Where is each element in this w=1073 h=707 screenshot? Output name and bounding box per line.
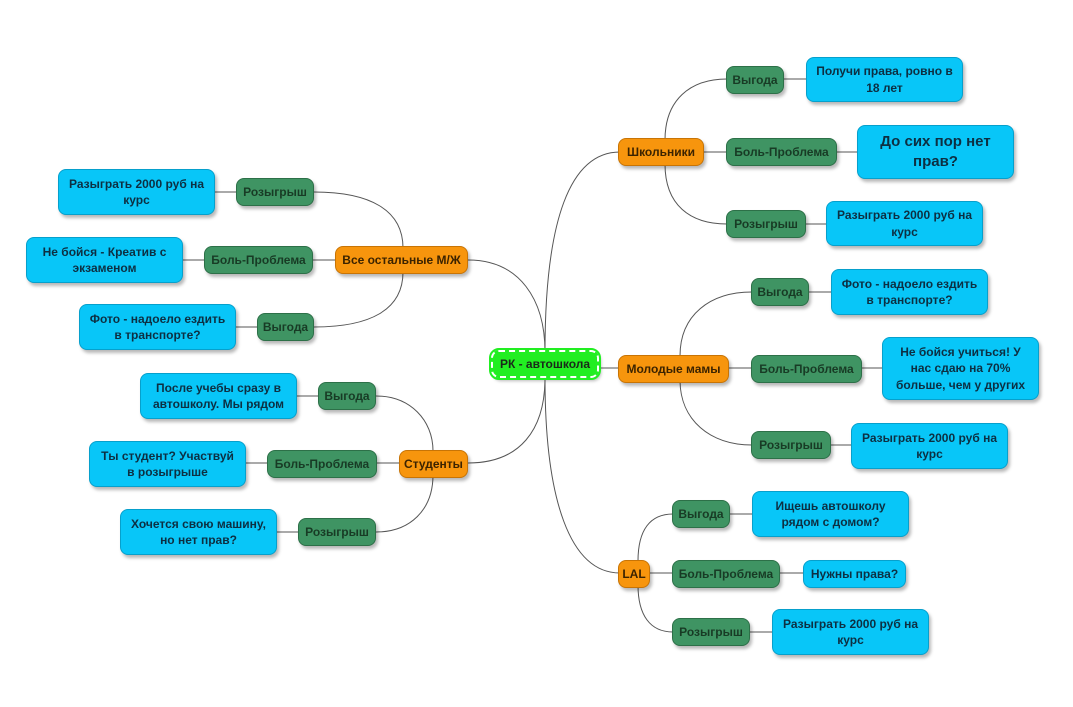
ostalnye-bol[interactable]: Боль-Проблема: [204, 246, 313, 274]
lal-rozygrysh[interactable]: Розыгрыш: [672, 618, 750, 646]
lal-vygoda[interactable]: Выгода: [672, 500, 730, 528]
studenty-vygoda[interactable]: Выгода: [318, 382, 376, 410]
studenty-bol[interactable]: Боль-Проблема: [267, 450, 377, 478]
mamy-vygoda[interactable]: Выгода: [751, 278, 809, 306]
category-mamy[interactable]: Молодые мамы: [618, 355, 729, 383]
category-studenty[interactable]: Студенты: [399, 450, 468, 478]
ostalnye-vygoda[interactable]: Выгода: [257, 313, 314, 341]
link-mamy-vygoda: [679, 291, 753, 357]
link-lal-rozygrysh: [637, 584, 674, 633]
lal-vygoda-text[interactable]: Ищешь автошколу рядом с домом?: [752, 491, 909, 537]
ostalnye-rozygrysh-text[interactable]: Разыграть 2000 руб на курс: [58, 169, 215, 215]
mamy-rozygrysh-text[interactable]: Разыграть 2000 руб на курс: [851, 423, 1008, 469]
link-root-shkolniki: [544, 151, 621, 353]
shkolniki-vygoda-text[interactable]: Получи права, ровно в 18 лет: [806, 57, 963, 102]
category-shkolniki[interactable]: Школьники: [618, 138, 704, 166]
root-node[interactable]: РК - автошкола: [489, 348, 601, 380]
link-root-ostalnye: [467, 259, 546, 353]
ostalnye-rozygrysh[interactable]: Розыгрыш: [236, 178, 314, 206]
link-root-studenty: [467, 377, 546, 464]
ostalnye-vygoda-text[interactable]: Фото - надоело ездить в транспорте?: [79, 304, 236, 350]
ostalnye-bol-text[interactable]: Не бойся - Креатив с экзаменом: [26, 237, 183, 283]
link-root-lal: [544, 377, 621, 574]
studenty-vygoda-text[interactable]: После учебы сразу в автошколу. Мы рядом: [140, 373, 297, 419]
link-shkolniki-rozygrysh: [664, 163, 728, 225]
mamy-bol[interactable]: Боль-Проблема: [751, 355, 862, 383]
shkolniki-bol-text[interactable]: До сих пор нет прав?: [857, 125, 1014, 179]
lal-rozygrysh-text[interactable]: Разыграть 2000 руб на курс: [772, 609, 929, 655]
link-studenty-rozygrysh: [375, 474, 434, 533]
link-studenty-vygoda: [375, 395, 434, 452]
category-ostalnye[interactable]: Все остальные М/Ж: [335, 246, 468, 274]
category-lal[interactable]: LAL: [618, 560, 650, 588]
shkolniki-vygoda[interactable]: Выгода: [726, 66, 784, 94]
shkolniki-rozygrysh-text[interactable]: Разыграть 2000 руб на курс: [826, 201, 983, 246]
studenty-rozygrysh-text[interactable]: Хочется свою машину, но нет прав?: [120, 509, 277, 555]
studenty-rozygrysh[interactable]: Розыгрыш: [298, 518, 376, 546]
link-mamy-rozygrysh: [679, 379, 753, 446]
shkolniki-bol[interactable]: Боль-Проблема: [726, 138, 837, 166]
link-lal-vygoda: [637, 513, 674, 562]
mamy-rozygrysh[interactable]: Розыгрыш: [751, 431, 831, 459]
lal-bol-text[interactable]: Нужны права?: [803, 560, 906, 588]
lal-bol[interactable]: Боль-Проблема: [672, 560, 780, 588]
shkolniki-rozygrysh[interactable]: Розыгрыш: [726, 210, 806, 238]
link-ostalnye-rozygrysh: [313, 191, 404, 249]
link-ostalnye-vygoda: [313, 271, 404, 328]
link-shkolniki-vygoda: [664, 78, 728, 141]
mamy-bol-text[interactable]: Не бойся учиться! У нас сдаю на 70% боль…: [882, 337, 1039, 400]
studenty-bol-text[interactable]: Ты студент? Участвуй в розыгрыше: [89, 441, 246, 487]
mamy-vygoda-text[interactable]: Фото - надоело ездить в транспорте?: [831, 269, 988, 315]
